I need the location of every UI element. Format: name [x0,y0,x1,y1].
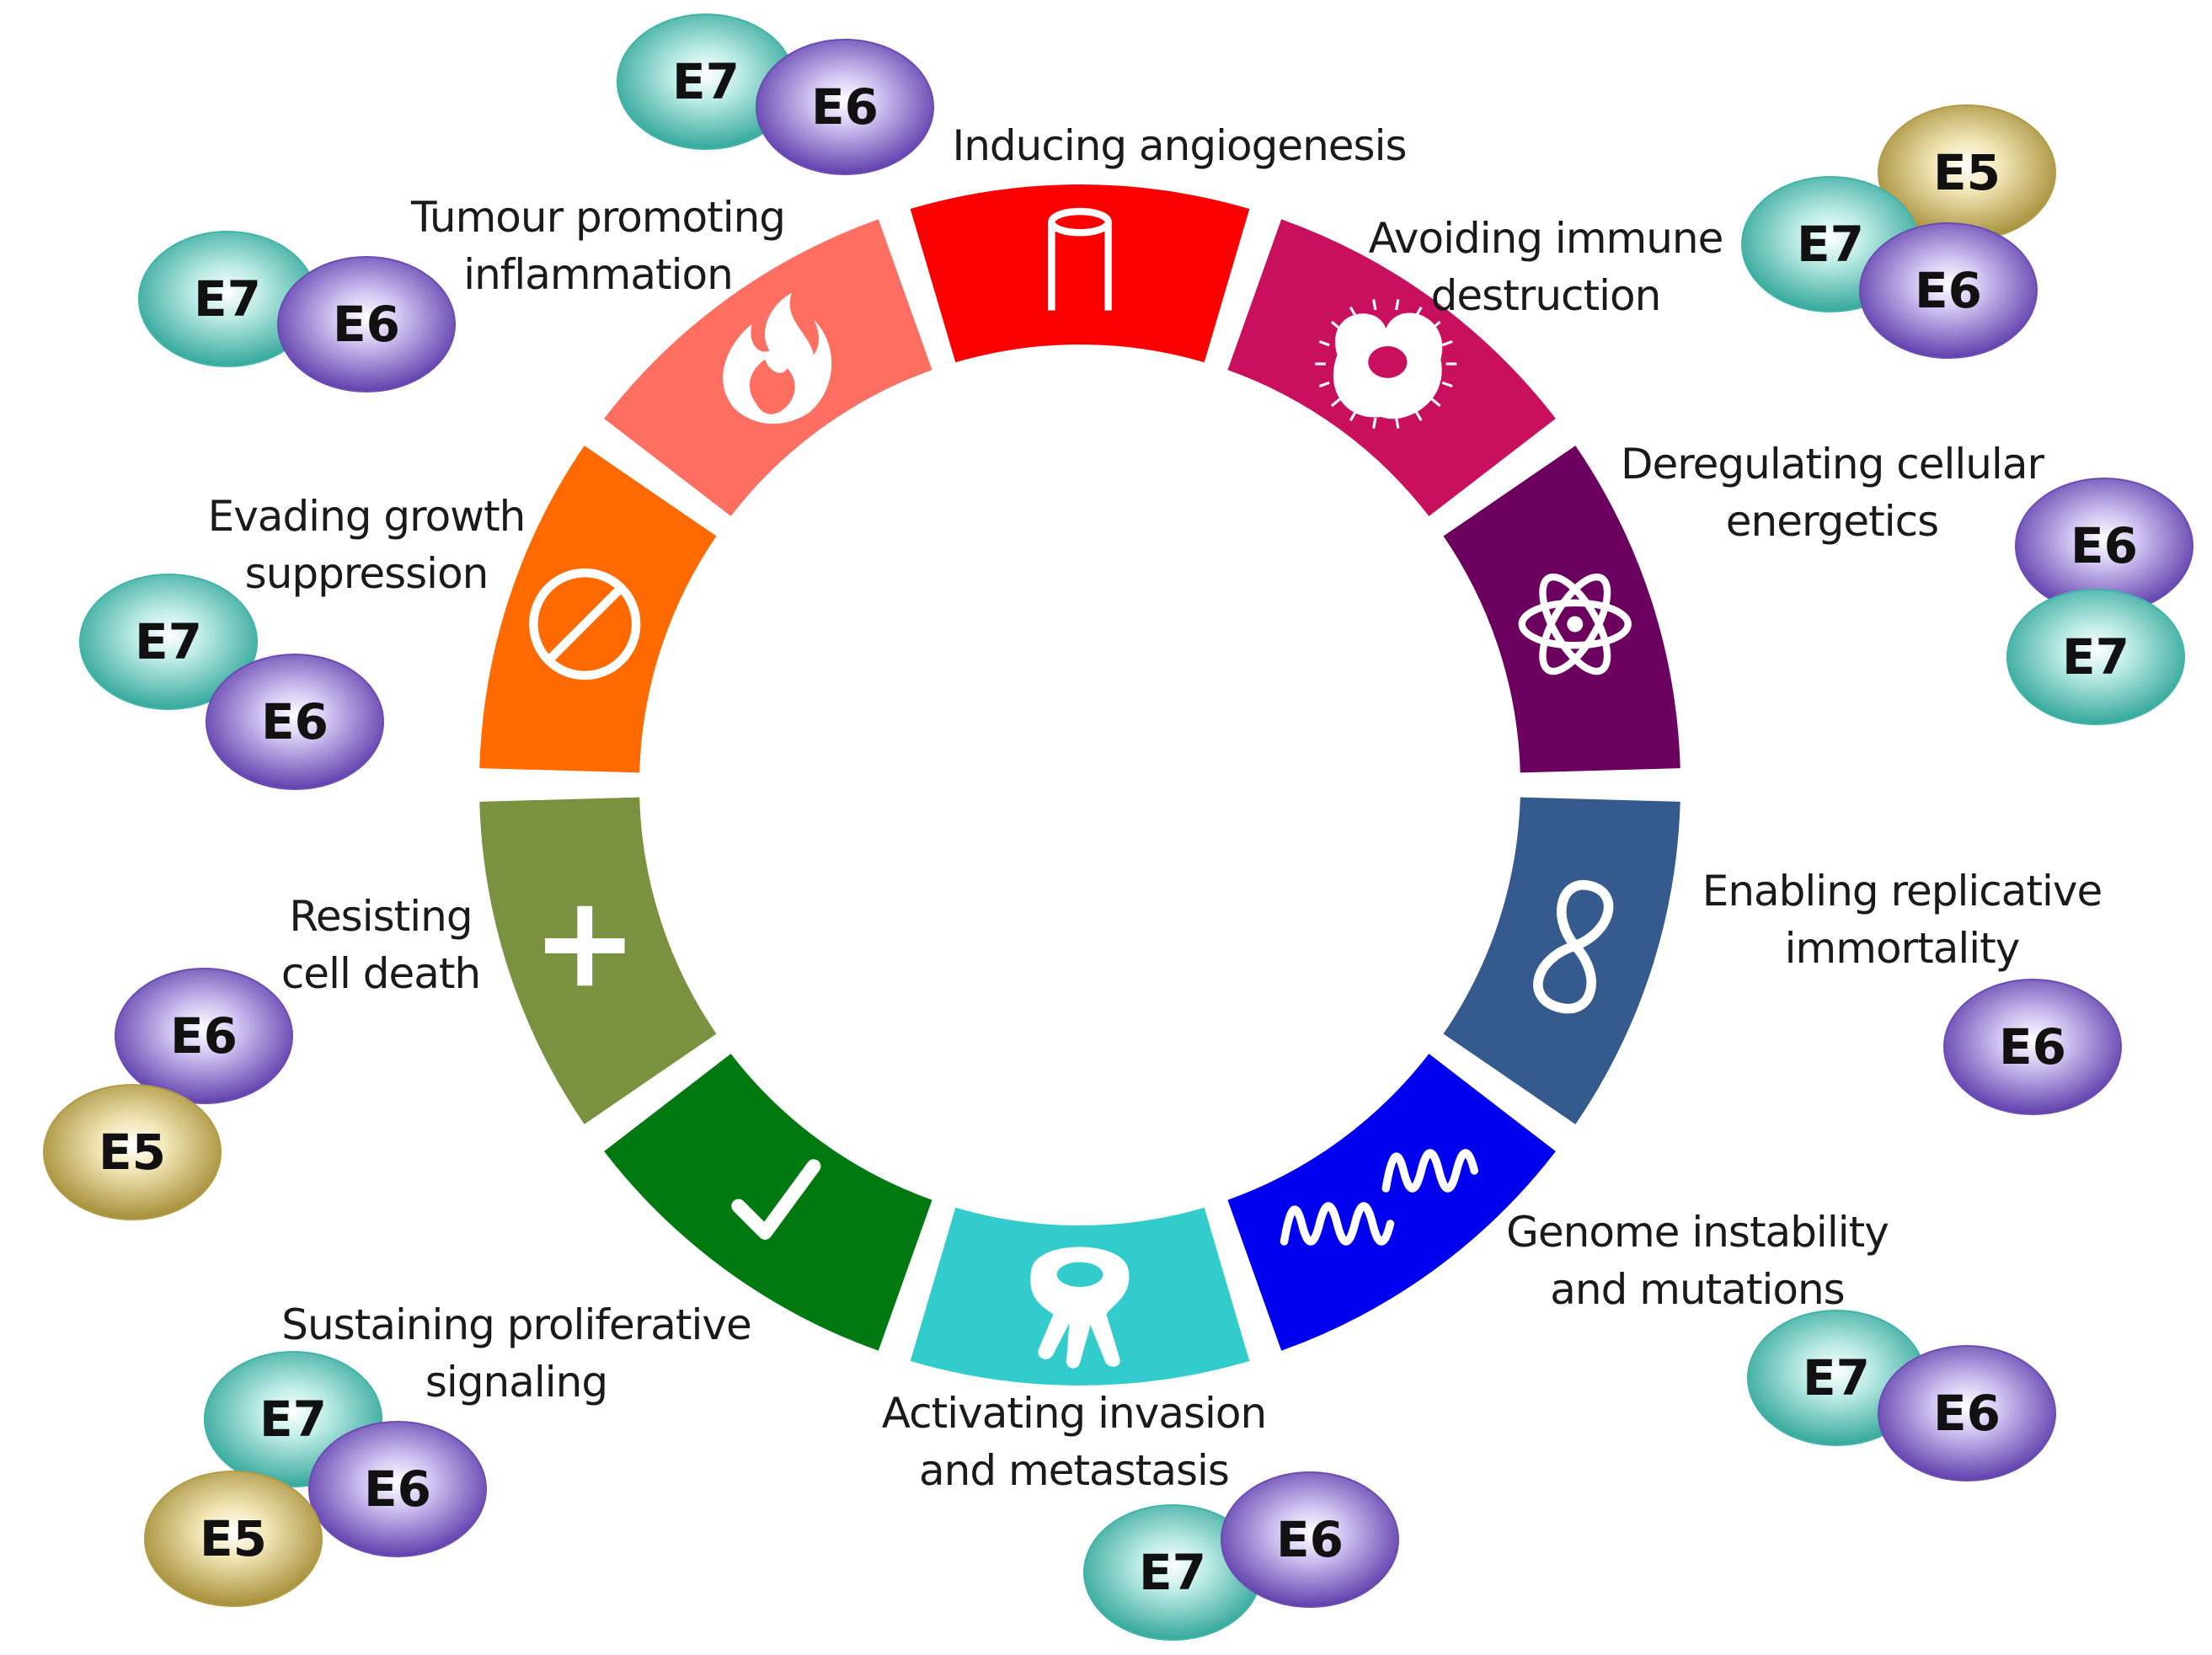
oncoprotein-bubble-e6: E6 [1878,1345,2056,1481]
cross-icon [544,905,625,986]
oncoprotein-bubble-e6: E6 [2015,478,2193,614]
oncoprotein-label: E6 [261,693,329,750]
oncoprotein-label: E6 [1999,1018,2066,1076]
oncoprotein-bubble-e6: E6 [1859,222,2038,359]
hallmark-label-line: immortality [1785,924,2020,973]
hallmark-label-line: Sustaining proliferative [281,1300,751,1349]
dna-icon [1280,1149,1478,1246]
oncoprotein-label: E6 [2070,517,2138,574]
hallmark-label-line: energetics [1726,497,1938,546]
invasive-cell-icon [1030,1247,1130,1369]
hallmark-label-evading-growth-suppression: Evading growth suppression [208,492,526,598]
ring-segment-genome-instability-and-mutations [1227,1054,1556,1351]
atom-icon [1518,573,1632,675]
oncoprotein-label: E6 [811,78,879,136]
oncoprotein-bubble-e5: E5 [43,1084,222,1220]
oncoprotein-bubble-e7: E7 [2006,589,2185,725]
oncoprotein-label: E7 [135,613,202,670]
oncoprotein-bubble-e6: E6 [1221,1471,1399,1608]
ring-segment-resisting-cell-death [479,797,717,1124]
oncoprotein-bubble-e6: E6 [115,968,293,1104]
oncoprotein-label: E6 [364,1460,431,1518]
oncoprotein-label: E6 [1276,1511,1344,1568]
hallmark-label-line: and metastasis [919,1446,1229,1495]
hallmark-label-line: inflammation [463,250,733,299]
oncoprotein-label: E7 [672,53,740,110]
hallmark-label-sustaining-proliferative-signaling: Sustaining proliferative signaling [281,1300,751,1407]
hallmark-label-avoiding-immune-destruction: Avoiding immune destruction [1369,214,1723,320]
oncoprotein-label: E7 [194,270,261,328]
ring-segment-inducing-angiogenesis [910,184,1250,363]
checkmark-icon [731,1159,821,1240]
oncoprotein-bubble-e7: E7 [1083,1504,1262,1641]
hallmark-ring [479,184,1680,1385]
hallmark-label-line: Genome instability [1506,1208,1889,1257]
hallmark-label-deregulating-cellular-energetics: Deregulating cellular energetics [1621,440,2045,546]
oncoprotein-label: E7 [1139,1544,1206,1601]
hallmark-label-line: Resisting [289,892,472,941]
hallmark-label-line: Evading growth [208,492,526,541]
oncoprotein-label: E7 [259,1391,327,1448]
oncoprotein-label: E6 [170,1007,238,1065]
infinity-icon [1533,879,1614,1014]
oncoprotein-group-inducing-angiogenesis: E7 E6 [617,13,934,175]
hallmark-label-genome-instability-and-mutations: Genome instability and mutations [1506,1208,1889,1314]
hallmark-label-inducing-angiogenesis: Inducing angiogenesis [952,121,1406,170]
oncoprotein-bubble-e6: E6 [277,256,456,392]
hallmark-label-line: Tumour promoting [410,193,785,242]
immune-cell-icon [1315,299,1457,429]
oncoprotein-group-tumour-promoting-inflammation: E7 E6 [138,231,456,392]
oncoprotein-label: E6 [1915,262,1982,319]
hallmark-label-tumour-promoting-inflammation: Tumour promoting inflammation [410,193,785,299]
hallmark-label-resisting-cell-death: Resisting cell death [281,892,480,998]
oncoprotein-group-enabling-replicative-immortality: E6 [1943,979,2122,1115]
hallmark-label-line: Enabling replicative [1702,867,2102,916]
oncoprotein-bubble-e7: E7 [79,574,258,710]
oncoprotein-bubble-e6: E6 [206,654,384,790]
oncoprotein-label: E7 [1803,1349,1870,1407]
oncoprotein-bubble-e5: E5 [144,1471,323,1607]
hallmark-label-line: and mutations [1550,1265,1844,1314]
oncoprotein-label: E5 [1933,144,2001,201]
hallmark-label-line: Inducing angiogenesis [952,121,1406,170]
flame-icon [723,293,832,424]
hallmark-label-line: suppression [245,549,489,598]
oncoprotein-label: E6 [1933,1385,2001,1442]
vessel-icon [1048,207,1112,311]
oncoprotein-group-activating-invasion-and-metastasis: E7 E6 [1083,1471,1399,1641]
hallmark-label-line: Avoiding immune [1369,214,1723,263]
oncoprotein-bubble-e6: E6 [1943,979,2122,1115]
oncoprotein-label: E7 [2062,628,2129,686]
hallmark-label-line: Deregulating cellular [1621,440,2045,488]
hallmark-label-line: Activating invasion [882,1389,1266,1438]
oncoprotein-bubble-e5: E5 [1878,104,2056,241]
hallmark-icons [529,207,1632,1369]
hallmark-label-activating-invasion-and-metastasis: Activating invasion and metastasis [882,1389,1266,1495]
ring-segment-enabling-replicative-immortality [1443,797,1680,1124]
oncoprotein-label: E5 [99,1124,166,1181]
oncoprotein-label: E6 [333,296,400,353]
oncoprotein-bubble-e6: E6 [308,1421,487,1557]
hallmark-label-line: signaling [425,1358,607,1407]
ring-segment-sustaining-proliferative-signaling [604,1054,932,1351]
oncoprotein-bubble-e6: E6 [756,39,934,175]
hallmark-label-line: cell death [281,949,480,998]
hallmark-label-enabling-replicative-immortality: Enabling replicative immortality [1702,867,2102,973]
oncoprotein-label: E5 [200,1510,267,1567]
hallmark-label-line: destruction [1431,271,1661,320]
prohibited-icon [529,568,641,681]
oncoprotein-bubble-e7: E7 [617,13,795,150]
oncoprotein-label: E7 [1797,216,1864,273]
